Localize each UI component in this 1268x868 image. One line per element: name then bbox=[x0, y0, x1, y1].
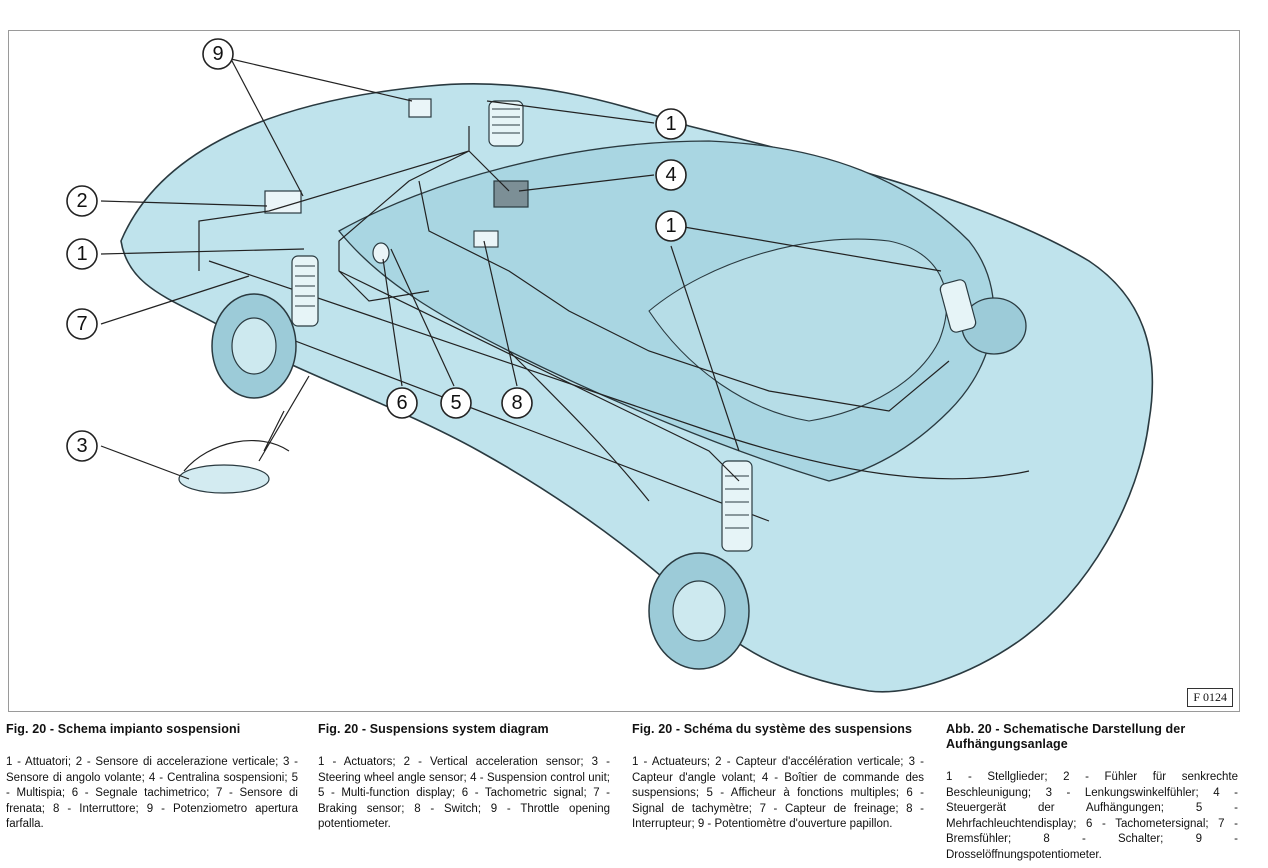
callout-leaders bbox=[100, 58, 942, 480]
figure-code: F 0124 bbox=[1187, 688, 1233, 707]
svg-text:1: 1 bbox=[76, 243, 87, 265]
callout-8: 8 bbox=[501, 387, 533, 419]
caption-title: Fig. 20 - Suspensions system diagram bbox=[318, 722, 549, 736]
svg-text:1: 1 bbox=[665, 113, 676, 135]
caption-title: Abb. 20 - Schematische Darstellung der A… bbox=[946, 722, 1186, 751]
callout-1-front-left: 1 bbox=[66, 238, 98, 270]
caption-legend: 1 - Actuateurs; 2 - Capteur d'accélérati… bbox=[632, 756, 924, 830]
svg-text:7: 7 bbox=[76, 313, 87, 335]
caption-title: Fig. 20 - Schéma du système des suspensi… bbox=[632, 722, 913, 736]
svg-text:5: 5 bbox=[450, 392, 461, 414]
svg-text:1: 1 bbox=[665, 215, 676, 237]
callout-4: 4 bbox=[655, 159, 687, 191]
callout-1-rear: 1 bbox=[655, 210, 687, 242]
caption-french: Fig. 20 - Schéma du système des suspensi… bbox=[632, 722, 924, 833]
suspension-diagram-figure: 9 2 1 7 3 1 4 1 6 5 8 F 0124 bbox=[8, 30, 1240, 712]
callout-9: 9 bbox=[202, 38, 234, 70]
svg-text:9: 9 bbox=[212, 43, 223, 65]
car-body bbox=[120, 82, 1154, 693]
caption-english: Fig. 20 - Suspensions system diagram 1 -… bbox=[318, 722, 610, 833]
svg-text:4: 4 bbox=[665, 164, 676, 186]
caption-legend: 1 - Stellglieder; 2 - Fühler für senkrec… bbox=[946, 771, 1238, 861]
callout-2: 2 bbox=[66, 185, 98, 217]
car-illustration: 9 2 1 7 3 1 4 1 6 5 8 bbox=[66, 38, 1154, 693]
svg-text:8: 8 bbox=[511, 392, 522, 414]
callout-1-front-right: 1 bbox=[655, 108, 687, 140]
callout-3: 3 bbox=[66, 430, 98, 462]
caption-title: Fig. 20 - Schema impianto sospensioni bbox=[6, 722, 241, 736]
svg-text:6: 6 bbox=[396, 392, 407, 414]
caption-legend: 1 - Attuatori; 2 - Sensore di accelerazi… bbox=[6, 756, 298, 830]
caption-italian: Fig. 20 - Schema impianto sospensioni 1 … bbox=[6, 722, 298, 833]
callout-6: 6 bbox=[386, 387, 418, 419]
callout-5: 5 bbox=[440, 387, 472, 419]
svg-text:2: 2 bbox=[76, 190, 87, 212]
caption-german: Abb. 20 - Schematische Darstellung der A… bbox=[946, 722, 1238, 863]
callout-7: 7 bbox=[66, 308, 98, 340]
caption-legend: 1 - Actuators; 2 - Vertical acceleration… bbox=[318, 756, 610, 830]
svg-text:3: 3 bbox=[76, 435, 87, 457]
